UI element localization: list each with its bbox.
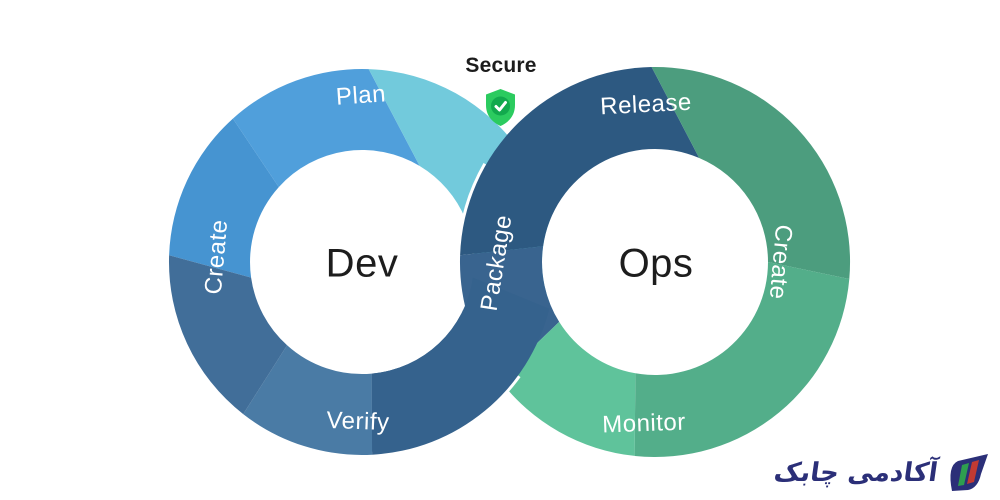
shield-check-icon — [486, 89, 515, 126]
brand-logo: آکادمی چابک — [771, 452, 990, 494]
ops-release-navy — [460, 67, 700, 256]
dev-plan-blue-facet — [232, 68, 420, 188]
brand-icon-red-stripe — [967, 460, 979, 484]
dev-create-blue-facet — [169, 118, 279, 278]
dev-create-slate-facet — [168, 255, 288, 415]
secure-label: Secure — [465, 54, 537, 77]
ops-inner-disc — [542, 149, 768, 375]
segment-label-verify: Verify — [326, 406, 390, 437]
brand-icon-frame — [950, 454, 988, 491]
dev-verify-slate — [243, 345, 373, 455]
brand-logo-text: آکادمی چابک — [771, 458, 940, 488]
segment-label-plan: Plan — [335, 80, 387, 111]
ops-create-green-lower — [634, 262, 850, 457]
brand-icon-green-stripe — [958, 463, 969, 486]
brand-logo-icon — [950, 454, 988, 491]
shield-check-circle — [491, 96, 510, 116]
check-mark — [494, 101, 507, 112]
ops-create-green-upper — [651, 66, 851, 279]
segment-label-monitor: Monitor — [601, 408, 687, 439]
segment-label-release: Release — [599, 88, 693, 121]
ops-monitor-green — [499, 321, 636, 456]
dev-ring-title: Dev — [325, 241, 399, 286]
dev-package-overlay — [371, 277, 550, 455]
ops-ring-title: Ops — [618, 241, 694, 286]
